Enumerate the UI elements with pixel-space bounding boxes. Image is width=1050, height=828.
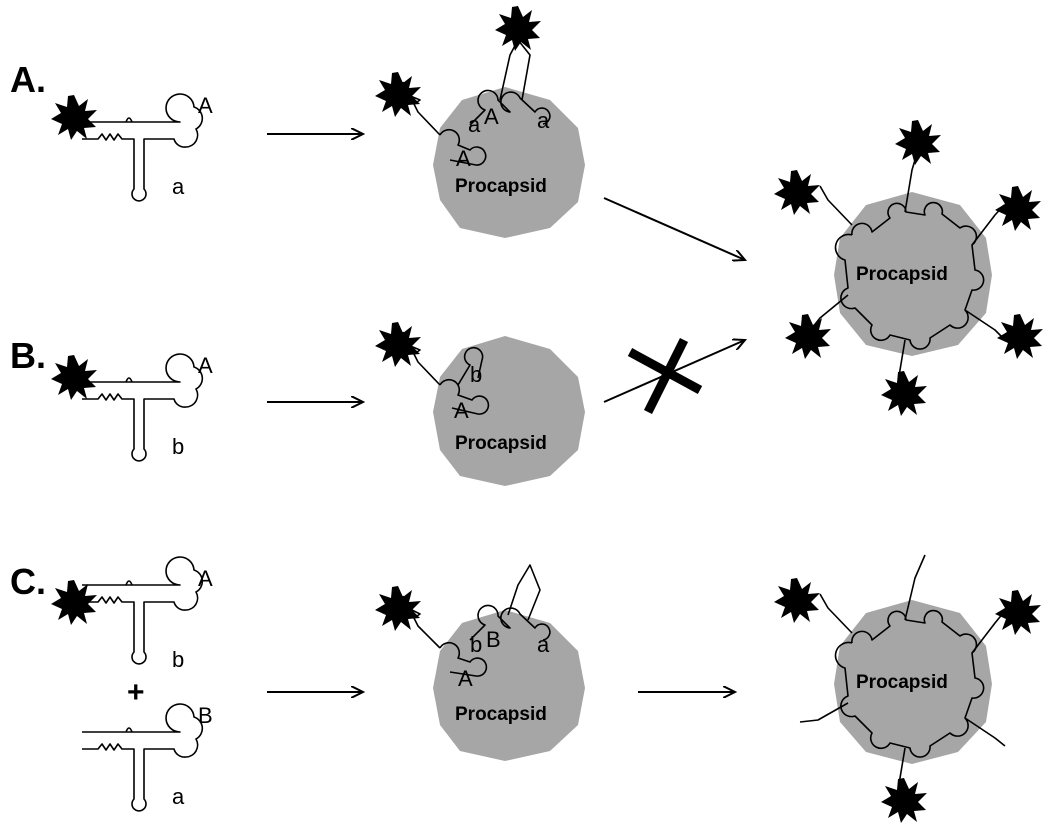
loop-label-top: A <box>198 566 213 591</box>
monomer-c1: A b <box>51 556 213 672</box>
loop-label: A <box>458 666 473 691</box>
starburst-icon <box>51 95 97 140</box>
starburst-icon <box>375 586 421 631</box>
monomer-c2: B a <box>81 703 213 812</box>
starburst-icon <box>881 778 927 823</box>
starburst-icon <box>774 170 820 215</box>
starburst-icon <box>995 186 1041 231</box>
loop-label-top: B <box>198 703 213 728</box>
loop-label: A <box>484 104 499 129</box>
procapsid-intermediate-b: b A Procapsid <box>375 322 585 486</box>
loop-label-top: A <box>198 93 213 118</box>
starburst-icon <box>881 371 927 416</box>
loop-label-bottom: b <box>172 647 184 672</box>
procapsid-label: Procapsid <box>455 433 547 454</box>
procapsid-hexamer-a: Procapsid <box>774 120 1043 416</box>
monomer-a: A a <box>51 93 213 202</box>
loop-label-bottom: a <box>172 174 185 199</box>
loop-label-bottom: b <box>172 434 184 459</box>
reaction-arrow <box>603 197 745 260</box>
starburst-icon <box>51 355 97 400</box>
loop-label: b <box>470 632 482 657</box>
loop-label: A <box>456 146 471 171</box>
procapsid-label: Procapsid <box>455 704 547 725</box>
starburst-icon <box>774 578 820 623</box>
loop-label: a <box>537 108 550 133</box>
starburst-icon <box>375 72 421 117</box>
procapsid-label: Procapsid <box>455 176 547 197</box>
starburst-icon <box>495 6 541 51</box>
starburst-icon <box>997 314 1043 359</box>
panel-label-c: C. <box>10 561 46 602</box>
loop-label: a <box>468 112 481 137</box>
procapsid-intermediate-c: b B a A Procapsid <box>375 564 585 761</box>
panel-label-b: B. <box>10 335 46 376</box>
starburst-icon <box>895 120 941 165</box>
procapsid-label: Procapsid <box>856 672 948 693</box>
loop-label: b <box>470 362 482 387</box>
loop-label-bottom: a <box>172 784 185 809</box>
loop-label: a <box>537 632 550 657</box>
plus-sign: + <box>127 676 145 709</box>
loop-label: B <box>486 627 501 652</box>
blocked-reaction-arrow <box>603 340 745 403</box>
monomer-b: A b <box>51 353 213 462</box>
loop-label-top: A <box>198 353 213 378</box>
panel-label-a: A. <box>10 59 46 100</box>
procapsid-hexamer-c: Procapsid <box>774 554 1041 823</box>
x-cross-icon <box>627 337 703 415</box>
starburst-icon <box>375 322 421 367</box>
starburst-icon <box>995 590 1041 635</box>
loop-label: A <box>454 398 469 423</box>
procapsid-intermediate-a: a A a A Procapsid <box>375 6 585 238</box>
procapsid-label: Procapsid <box>856 264 948 285</box>
starburst-icon <box>785 314 831 359</box>
